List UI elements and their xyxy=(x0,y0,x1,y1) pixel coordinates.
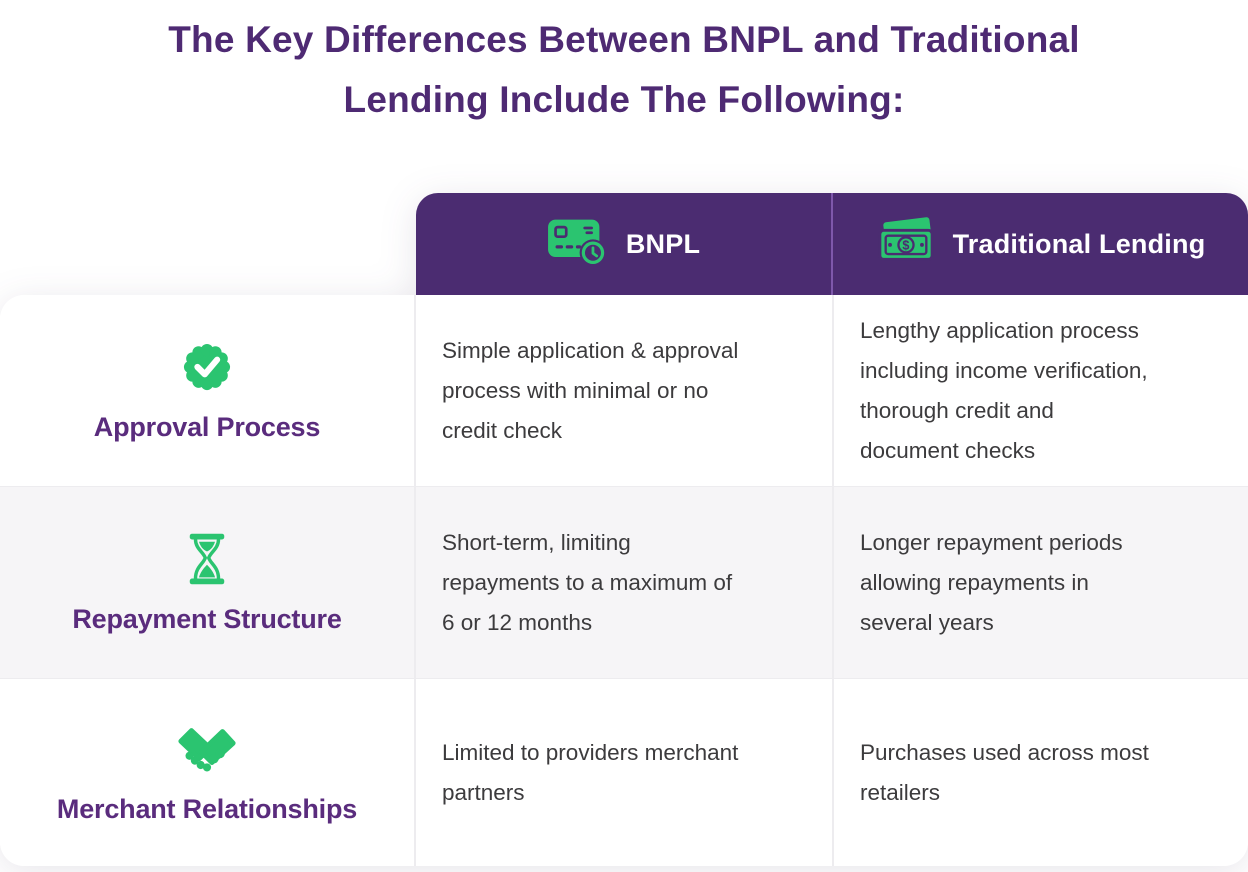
row-label-text: Repayment Structure xyxy=(72,604,342,634)
row-label-merchant-relationships: Merchant Relationships xyxy=(0,679,416,866)
page-title: The Key Differences Between BNPL and Tra… xyxy=(168,19,1080,120)
comparison-table: BNPL $ Traditional Lending xyxy=(0,193,1248,866)
cell-repayment-traditional: Longer repayment periods allowing repaym… xyxy=(834,487,1248,679)
handshake-icon xyxy=(175,720,239,778)
hourglass-icon xyxy=(184,530,230,588)
row-label-repayment-structure: Repayment Structure xyxy=(0,487,416,679)
svg-text:$: $ xyxy=(902,238,909,252)
credit-card-clock-icon xyxy=(547,214,609,275)
cell-merchant-bnpl: Limited to providers merchant partners xyxy=(416,679,834,866)
cell-approval-bnpl: Simple application & approval process wi… xyxy=(416,295,834,487)
row-label-text: Approval Process xyxy=(93,412,321,442)
cell-repayment-bnpl: Short-term, limiting repayments to a max… xyxy=(416,487,834,679)
row-label-text: Merchant Relationships xyxy=(56,794,358,824)
banknote-icon: $ xyxy=(876,216,936,272)
cell-merchant-traditional: Purchases used across most retailers xyxy=(834,679,1248,866)
table-header-row: BNPL $ Traditional Lending xyxy=(416,193,1248,295)
header-cell-bnpl: BNPL xyxy=(416,193,831,295)
badge-check-icon xyxy=(180,338,234,396)
header-label-traditional-lending: Traditional Lending xyxy=(952,228,1206,259)
header-label-bnpl: BNPL xyxy=(625,228,701,259)
header-cell-traditional-lending: $ Traditional Lending xyxy=(831,193,1248,295)
row-label-approval-process: Approval Process xyxy=(0,295,416,487)
table-body: Approval Process Simple application & ap… xyxy=(0,295,1248,866)
cell-approval-traditional: Lengthy application process including in… xyxy=(834,295,1248,487)
